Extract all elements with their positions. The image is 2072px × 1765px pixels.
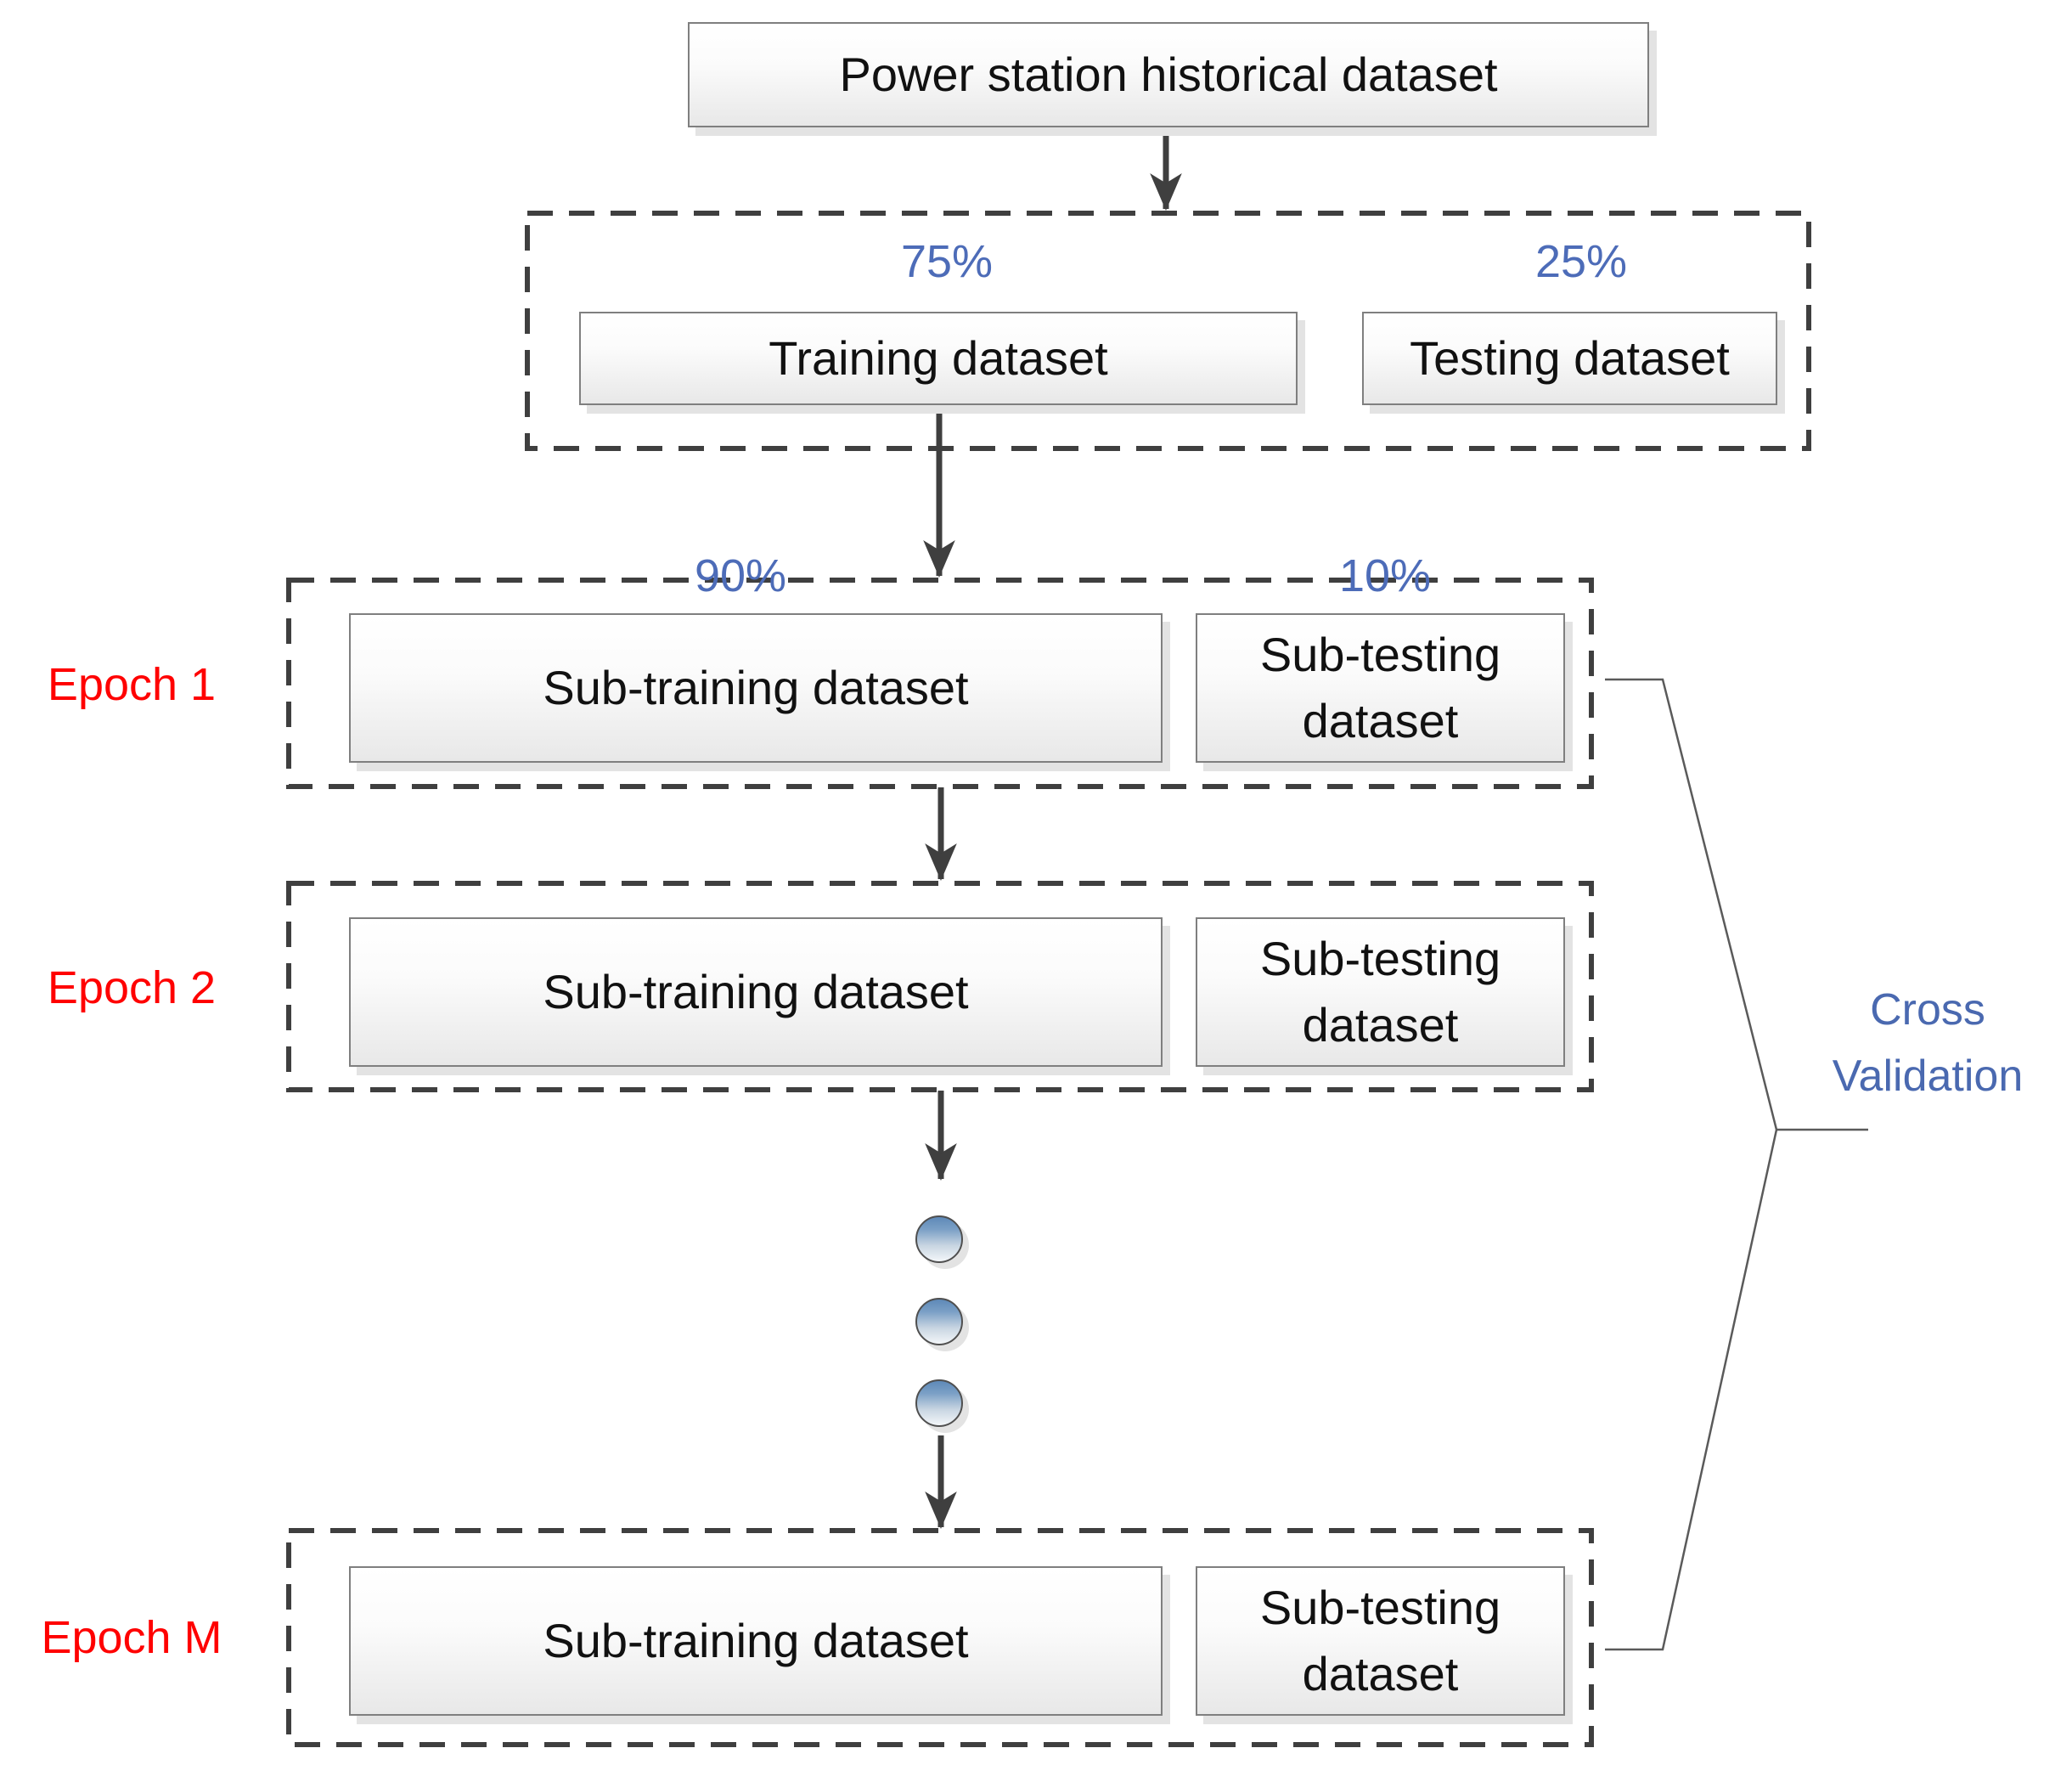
- epoch-m-sub-training-box: Sub-training dataset: [349, 1566, 1163, 1716]
- ellipsis-dot-icon: [915, 1298, 963, 1345]
- epoch-1-sub-training-label: Sub-training dataset: [543, 661, 969, 714]
- training-dataset-label: Training dataset: [769, 331, 1108, 385]
- cross-validation-brace: [1605, 678, 1778, 1651]
- cross-validation-label: Cross Validation: [1832, 985, 2024, 1101]
- sub-training-pct-label: 90%: [694, 550, 787, 601]
- epoch-2-sub-testing-label: Sub-testing dataset: [1259, 932, 1501, 1052]
- epoch-1-sub-testing-label: Sub-testing dataset: [1259, 628, 1501, 747]
- sub-testing-pct-label: 10%: [1338, 550, 1432, 601]
- epoch-2-sub-training-label: Sub-training dataset: [543, 965, 969, 1018]
- epoch-m-label: Epoch M: [41, 1612, 222, 1663]
- power-station-dataset-box: Power station historical dataset: [688, 22, 1649, 127]
- epoch-m-sub-testing-label: Sub-testing dataset: [1259, 1581, 1501, 1700]
- power-station-dataset-label: Power station historical dataset: [839, 48, 1498, 101]
- epoch-2-label: Epoch 2: [47, 962, 217, 1013]
- ellipsis-dot-icon: [915, 1215, 963, 1263]
- training-pct-label: 75%: [900, 236, 994, 287]
- epoch-1-sub-training-box: Sub-training dataset: [349, 613, 1163, 763]
- epoch-1-sub-testing-box: Sub-testing dataset: [1196, 613, 1565, 763]
- epoch-m-sub-testing-box: Sub-testing dataset: [1196, 1566, 1565, 1716]
- epoch-m-sub-training-label: Sub-training dataset: [543, 1614, 969, 1667]
- testing-pct-label: 25%: [1534, 236, 1628, 287]
- testing-dataset-label: Testing dataset: [1410, 331, 1730, 385]
- ellipsis-dot-icon: [915, 1379, 963, 1427]
- testing-dataset-box: Testing dataset: [1362, 312, 1777, 405]
- epoch-2-sub-testing-box: Sub-testing dataset: [1196, 917, 1565, 1067]
- training-dataset-box: Training dataset: [579, 312, 1298, 405]
- epoch-1-label: Epoch 1: [47, 659, 217, 710]
- epoch-2-sub-training-box: Sub-training dataset: [349, 917, 1163, 1067]
